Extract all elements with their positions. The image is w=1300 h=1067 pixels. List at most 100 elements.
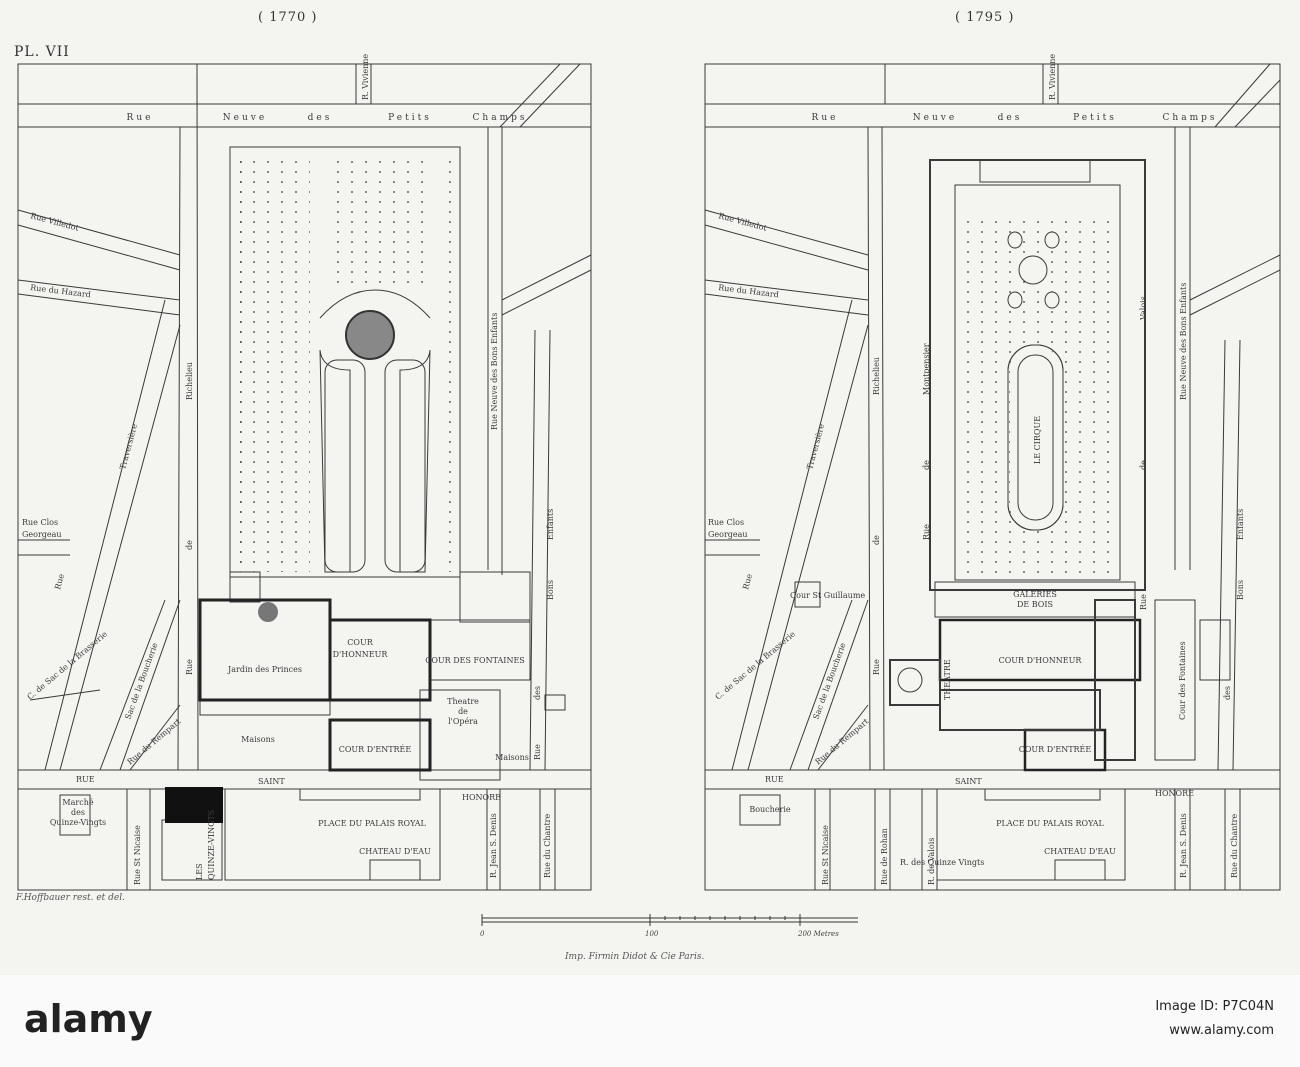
cour-honneur-label: COUR <box>347 638 373 647</box>
street-label: Champs <box>473 113 528 123</box>
street-label: Rue <box>922 524 931 540</box>
street-label: Richelieu <box>185 362 194 400</box>
street-label: Richelieu <box>872 357 881 395</box>
cour-entree-label: COUR D'ENTRÉE <box>1019 745 1092 754</box>
street-label: Rue <box>1139 594 1148 610</box>
site-url: www.alamy.com <box>1169 1023 1274 1038</box>
boucherie-label: Boucherie <box>749 805 791 814</box>
scale-label-200: 200 Metres <box>798 930 839 938</box>
street-label: Neuve <box>913 113 957 123</box>
printer-line: Imp. Firmin Didot & Cie Paris. <box>565 952 705 962</box>
watermark-meta: Image ID: P7C04N www.alamy.com <box>1155 995 1274 1043</box>
quinze-vingts-block <box>165 787 223 823</box>
street-label: Montpensier <box>922 343 931 395</box>
quinze-vingts-label: LES <box>195 863 204 880</box>
garden-1770 <box>229 146 461 578</box>
marche-label: des <box>71 808 85 817</box>
street-label: Rue <box>185 659 194 675</box>
alamy-logo: alamy <box>24 997 153 1041</box>
scale-label-100: 100 <box>645 930 659 938</box>
theatre-opera-label: l'Opéra <box>448 717 478 726</box>
street-label: R. Vivienne <box>361 54 370 100</box>
street-label: Rue <box>53 573 66 591</box>
street-label: Valois <box>1139 296 1148 321</box>
street-label: R. Jean S. Denis <box>1179 813 1188 878</box>
galeries-label: DE BOIS <box>1017 600 1053 609</box>
year-1770-heading: ( 1770 ) <box>258 10 318 25</box>
street-label: R. des Quinze Vingts <box>900 858 984 867</box>
street-label: Rue <box>741 573 754 591</box>
street-label: des <box>533 686 542 700</box>
street-label: Rue <box>872 659 881 675</box>
street-label: Champs <box>1163 113 1218 123</box>
street-label: Rue <box>127 113 154 123</box>
maisons-label: Maisons <box>495 753 529 762</box>
cour-honneur-label: COUR D'HONNEUR <box>999 656 1083 665</box>
street-label: Petits <box>1073 113 1117 123</box>
map-1770: Rue Neuve des Petits Champs R. Vivienne … <box>17 54 592 891</box>
fountain-basin-1770 <box>345 310 395 360</box>
street-label: Rue de Rohan <box>880 828 889 885</box>
map-1795-frame <box>704 63 1281 891</box>
street-label: de <box>872 535 881 545</box>
maisons-label: Maisons <box>241 735 275 744</box>
theatre-opera-label: Theatre <box>447 697 479 706</box>
street-label: SAINT <box>955 777 982 786</box>
street-label: C. de Sac de la Brasserie <box>714 629 798 701</box>
map-1795: Rue Neuve des Petits Champs R. Vivienne … <box>704 54 1281 891</box>
place-palais-royal-label: PLACE DU PALAIS ROYAL <box>318 819 426 828</box>
street-label: Rue St Nicaise <box>821 825 830 885</box>
street-label: Traversière <box>805 423 826 471</box>
cour-entree-label: COUR D'ENTRÉE <box>339 745 412 754</box>
chateau-eau-label: CHATEAU D'EAU <box>359 847 431 856</box>
street-label: Rue du Chantre <box>543 813 552 878</box>
scale-label-0: 0 <box>480 930 485 938</box>
street-label: R. de Valois <box>927 838 936 885</box>
jardin-des-princes-label: Jardin des Princes <box>227 665 302 674</box>
street-label: Georgeau <box>22 530 62 539</box>
map-1770-frame <box>17 63 592 891</box>
quinze-vingts-label: QUINZE-VINGTS <box>207 810 216 880</box>
year-1795-heading: ( 1795 ) <box>955 10 1015 25</box>
street-label: Georgeau <box>708 530 748 539</box>
street-label: Enfants <box>546 509 555 540</box>
street-label: Rue Clos <box>708 518 744 527</box>
street-label: Rue du Chantre <box>1230 813 1239 878</box>
street-label: RUE <box>76 775 95 784</box>
street-label: R. Jean S. Denis <box>489 813 498 878</box>
street-label: R. Vivienne <box>1048 54 1057 100</box>
street-label: HONORE <box>1155 789 1194 798</box>
street-label: Neuve <box>223 113 267 123</box>
street-label: Rue du Rempart <box>814 716 871 766</box>
street-label: de <box>185 540 194 550</box>
street-label: Rue Villedot <box>717 211 768 233</box>
place-palais-royal-label: PLACE DU PALAIS ROYAL <box>996 819 1104 828</box>
street-label: Rue Neuve des Bons Enfants <box>490 313 499 430</box>
street-label: Rue Neuve des Bons Enfants <box>1179 283 1188 400</box>
theatre-opera-label: de <box>458 707 468 716</box>
street-label: des <box>998 113 1023 123</box>
street-label: de <box>1139 460 1148 470</box>
watermark-bar: alamy Image ID: P7C04N www.alamy.com <box>0 975 1300 1067</box>
image-id: Image ID: P7C04N <box>1155 999 1274 1014</box>
chateau-eau-label: CHATEAU D'EAU <box>1044 847 1116 856</box>
street-label: Rue <box>812 113 839 123</box>
street-label: Enfants <box>1236 509 1245 540</box>
le-cirque-label: LE CIRQUE <box>1033 416 1042 464</box>
street-label: HONORE <box>462 793 501 802</box>
street-label: des <box>1223 686 1232 700</box>
street-label: RUE <box>765 775 784 784</box>
scale-bar: 0 100 200 Metres <box>480 908 860 938</box>
theatre-label: THEATRE <box>943 659 952 700</box>
street-label: Rue <box>533 744 542 760</box>
cour-fontaines-label: Cour des Fontaines <box>1178 641 1187 720</box>
street-label: Rue St Nicaise <box>133 825 142 885</box>
plate-number: PL. VII <box>14 44 70 60</box>
marche-label: Marché <box>62 798 93 807</box>
street-label: Rue Clos <box>22 518 58 527</box>
cour-honneur-label: D'HONNEUR <box>333 650 389 659</box>
street-label: Cour St Guillaume <box>790 591 865 600</box>
street-label: SAINT <box>258 777 285 786</box>
galeries-label: GALERIES <box>1013 590 1057 599</box>
street-label: Bons <box>546 580 555 600</box>
